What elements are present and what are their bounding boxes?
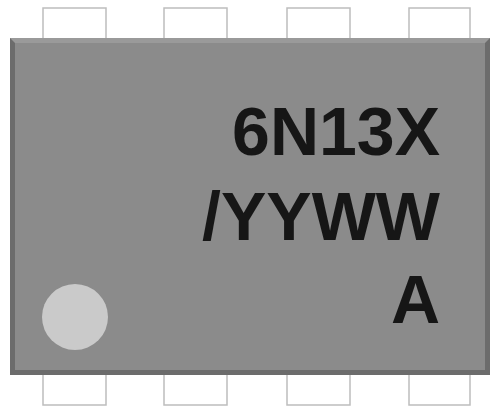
part-marking: /YYWW [202, 182, 440, 250]
ic-body: 6N13X/YYWW A [10, 38, 490, 375]
part-marking: 6N13X [232, 97, 440, 165]
pin1-indicator [42, 284, 108, 350]
part-marking: A [391, 265, 440, 333]
